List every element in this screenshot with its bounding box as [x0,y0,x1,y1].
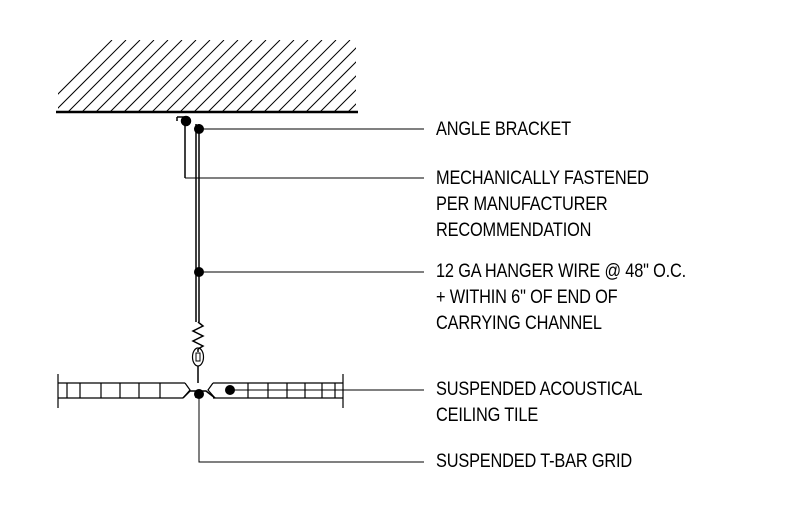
label-line: 12 GA HANGER WIRE @ 48" O.C. [436,261,687,282]
label-line: MECHANICALLY FASTENED [436,168,649,189]
hatch-line [58,40,127,109]
hatch-line [221,40,295,112]
hatch-line [193,40,267,112]
hatch-line [95,40,169,112]
label-line: PER MANUFACTURER [436,194,608,215]
label-line: + WITHIN 6" OF END OF [436,287,618,308]
hatch-line [151,40,225,112]
hatch-line [109,40,183,112]
hatch-line [179,40,253,112]
hatch-line [277,40,351,112]
hatch-line [418,40,490,112]
hatch-line [81,40,155,112]
hatch-line [207,40,281,112]
hatch-line [333,89,356,112]
label-ceiling-tile: SUSPENDED ACOUSTICAL CEILING TILE [436,377,642,429]
label-line: CEILING TILE [436,405,539,426]
hatch-line [319,75,356,112]
hatch-line [404,40,476,112]
hatch-line [67,40,141,112]
leader-lines [185,128,424,463]
label-line: ANGLE BRACKET [436,119,571,140]
label-line: CARRYING CHANNEL [436,313,602,334]
label-t-bar-grid: SUSPENDED T-BAR GRID [436,449,632,475]
ceiling-tile-left [57,374,191,408]
label-line: SUSPENDED ACOUSTICAL [436,379,643,400]
angle-bracket [176,115,192,178]
hanger-wire [191,124,205,383]
hatch-line [235,40,309,112]
hatch-line [165,40,239,112]
label-angle-bracket: ANGLE BRACKET [436,117,571,143]
hatch-line [390,40,462,112]
hatch-line [376,40,448,112]
hatch-line [249,40,323,112]
label-mechanically-fastened: MECHANICALLY FASTENED PER MANUFACTURER R… [436,166,649,244]
hatch-line [347,103,356,112]
hatch-line [58,40,113,95]
hatch-line [137,40,211,112]
hatch-line [123,40,197,112]
leader-dots [194,124,235,399]
hatch-line [291,47,356,112]
label-hanger-wire: 12 GA HANGER WIRE @ 48" O.C. + WITHIN 6"… [436,259,686,337]
label-line: SUSPENDED T-BAR GRID [436,451,633,472]
hatch-line [305,61,356,112]
hatch-line [362,40,434,112]
label-line: RECOMMENDATION [436,220,592,241]
hatch-line [263,40,337,112]
structure-slab [56,40,490,114]
